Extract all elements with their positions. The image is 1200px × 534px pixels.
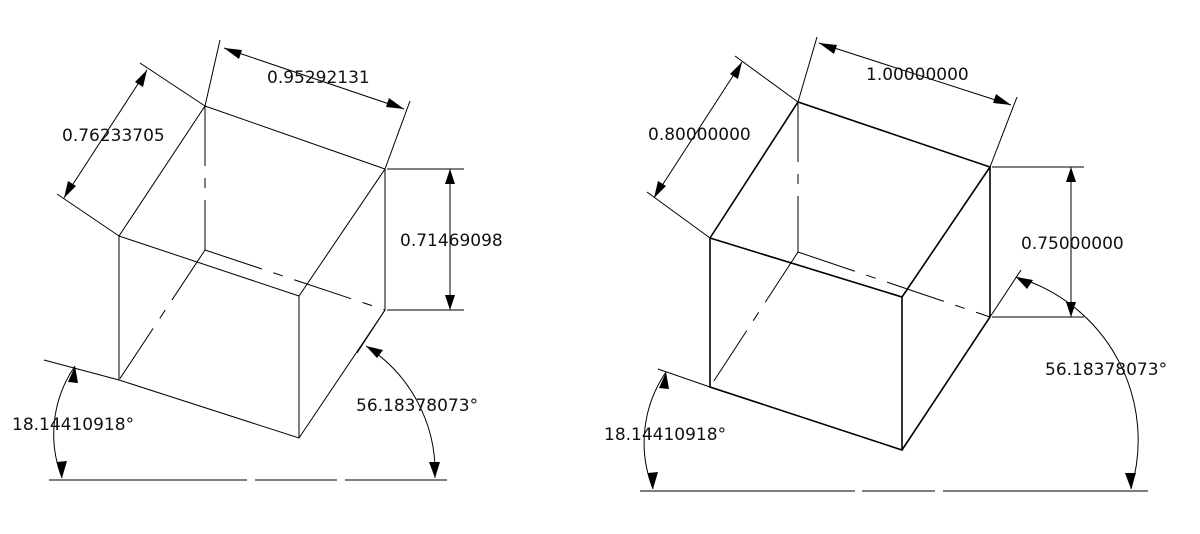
right-dim-right-label: 0.75000000 (1021, 234, 1124, 254)
left-cube (118, 105, 386, 439)
right-dim-top: 1.00000000 (797, 36, 1018, 168)
left-angle-right-label: 56.18378073° (356, 396, 478, 416)
left-angle-left-label: 18.14410918° (12, 415, 134, 435)
right-angle-left: 18.14410918° (604, 368, 726, 490)
right-cube-hidden-back (797, 251, 991, 318)
right-view: 1.00000000 0.80000000 0.75000000 (604, 36, 1167, 492)
left-dim-top-label: 0.95292131 (267, 68, 370, 88)
right-cube-right-face (901, 167, 991, 451)
right-dim-left: 0.80000000 (646, 55, 799, 239)
left-cube-hidden-back (204, 249, 386, 311)
left-dim-right: 0.71469098 (387, 168, 503, 311)
right-cube-front-face (709, 238, 903, 452)
left-dim-left: 0.76233705 (56, 62, 206, 237)
right-dim-left-label: 0.80000000 (648, 125, 751, 145)
right-angle-left-label: 18.14410918° (604, 425, 726, 445)
right-angle-right-label: 56.18378073° (1045, 360, 1167, 380)
right-cube-top-face (709, 101, 992, 298)
left-angle-left: 18.14410918° (12, 359, 134, 479)
right-dim-top-label: 1.00000000 (866, 65, 969, 85)
right-angle-right: 56.18378073° (989, 269, 1167, 490)
right-cube-hidden-diag (709, 251, 799, 388)
left-dim-top: 0.95292131 (204, 39, 411, 170)
left-dim-left-label: 0.76233705 (62, 126, 165, 146)
right-dim-right: 0.75000000 (992, 166, 1124, 318)
left-dim-right-label: 0.71469098 (400, 231, 503, 251)
left-cube-hidden-diag (118, 249, 206, 381)
left-angle-right: 56.18378073° (356, 309, 478, 479)
right-cube (709, 101, 992, 452)
left-cube-front-face (118, 236, 300, 439)
left-view: 0.95292131 0.76233705 0.71469098 (12, 39, 503, 481)
